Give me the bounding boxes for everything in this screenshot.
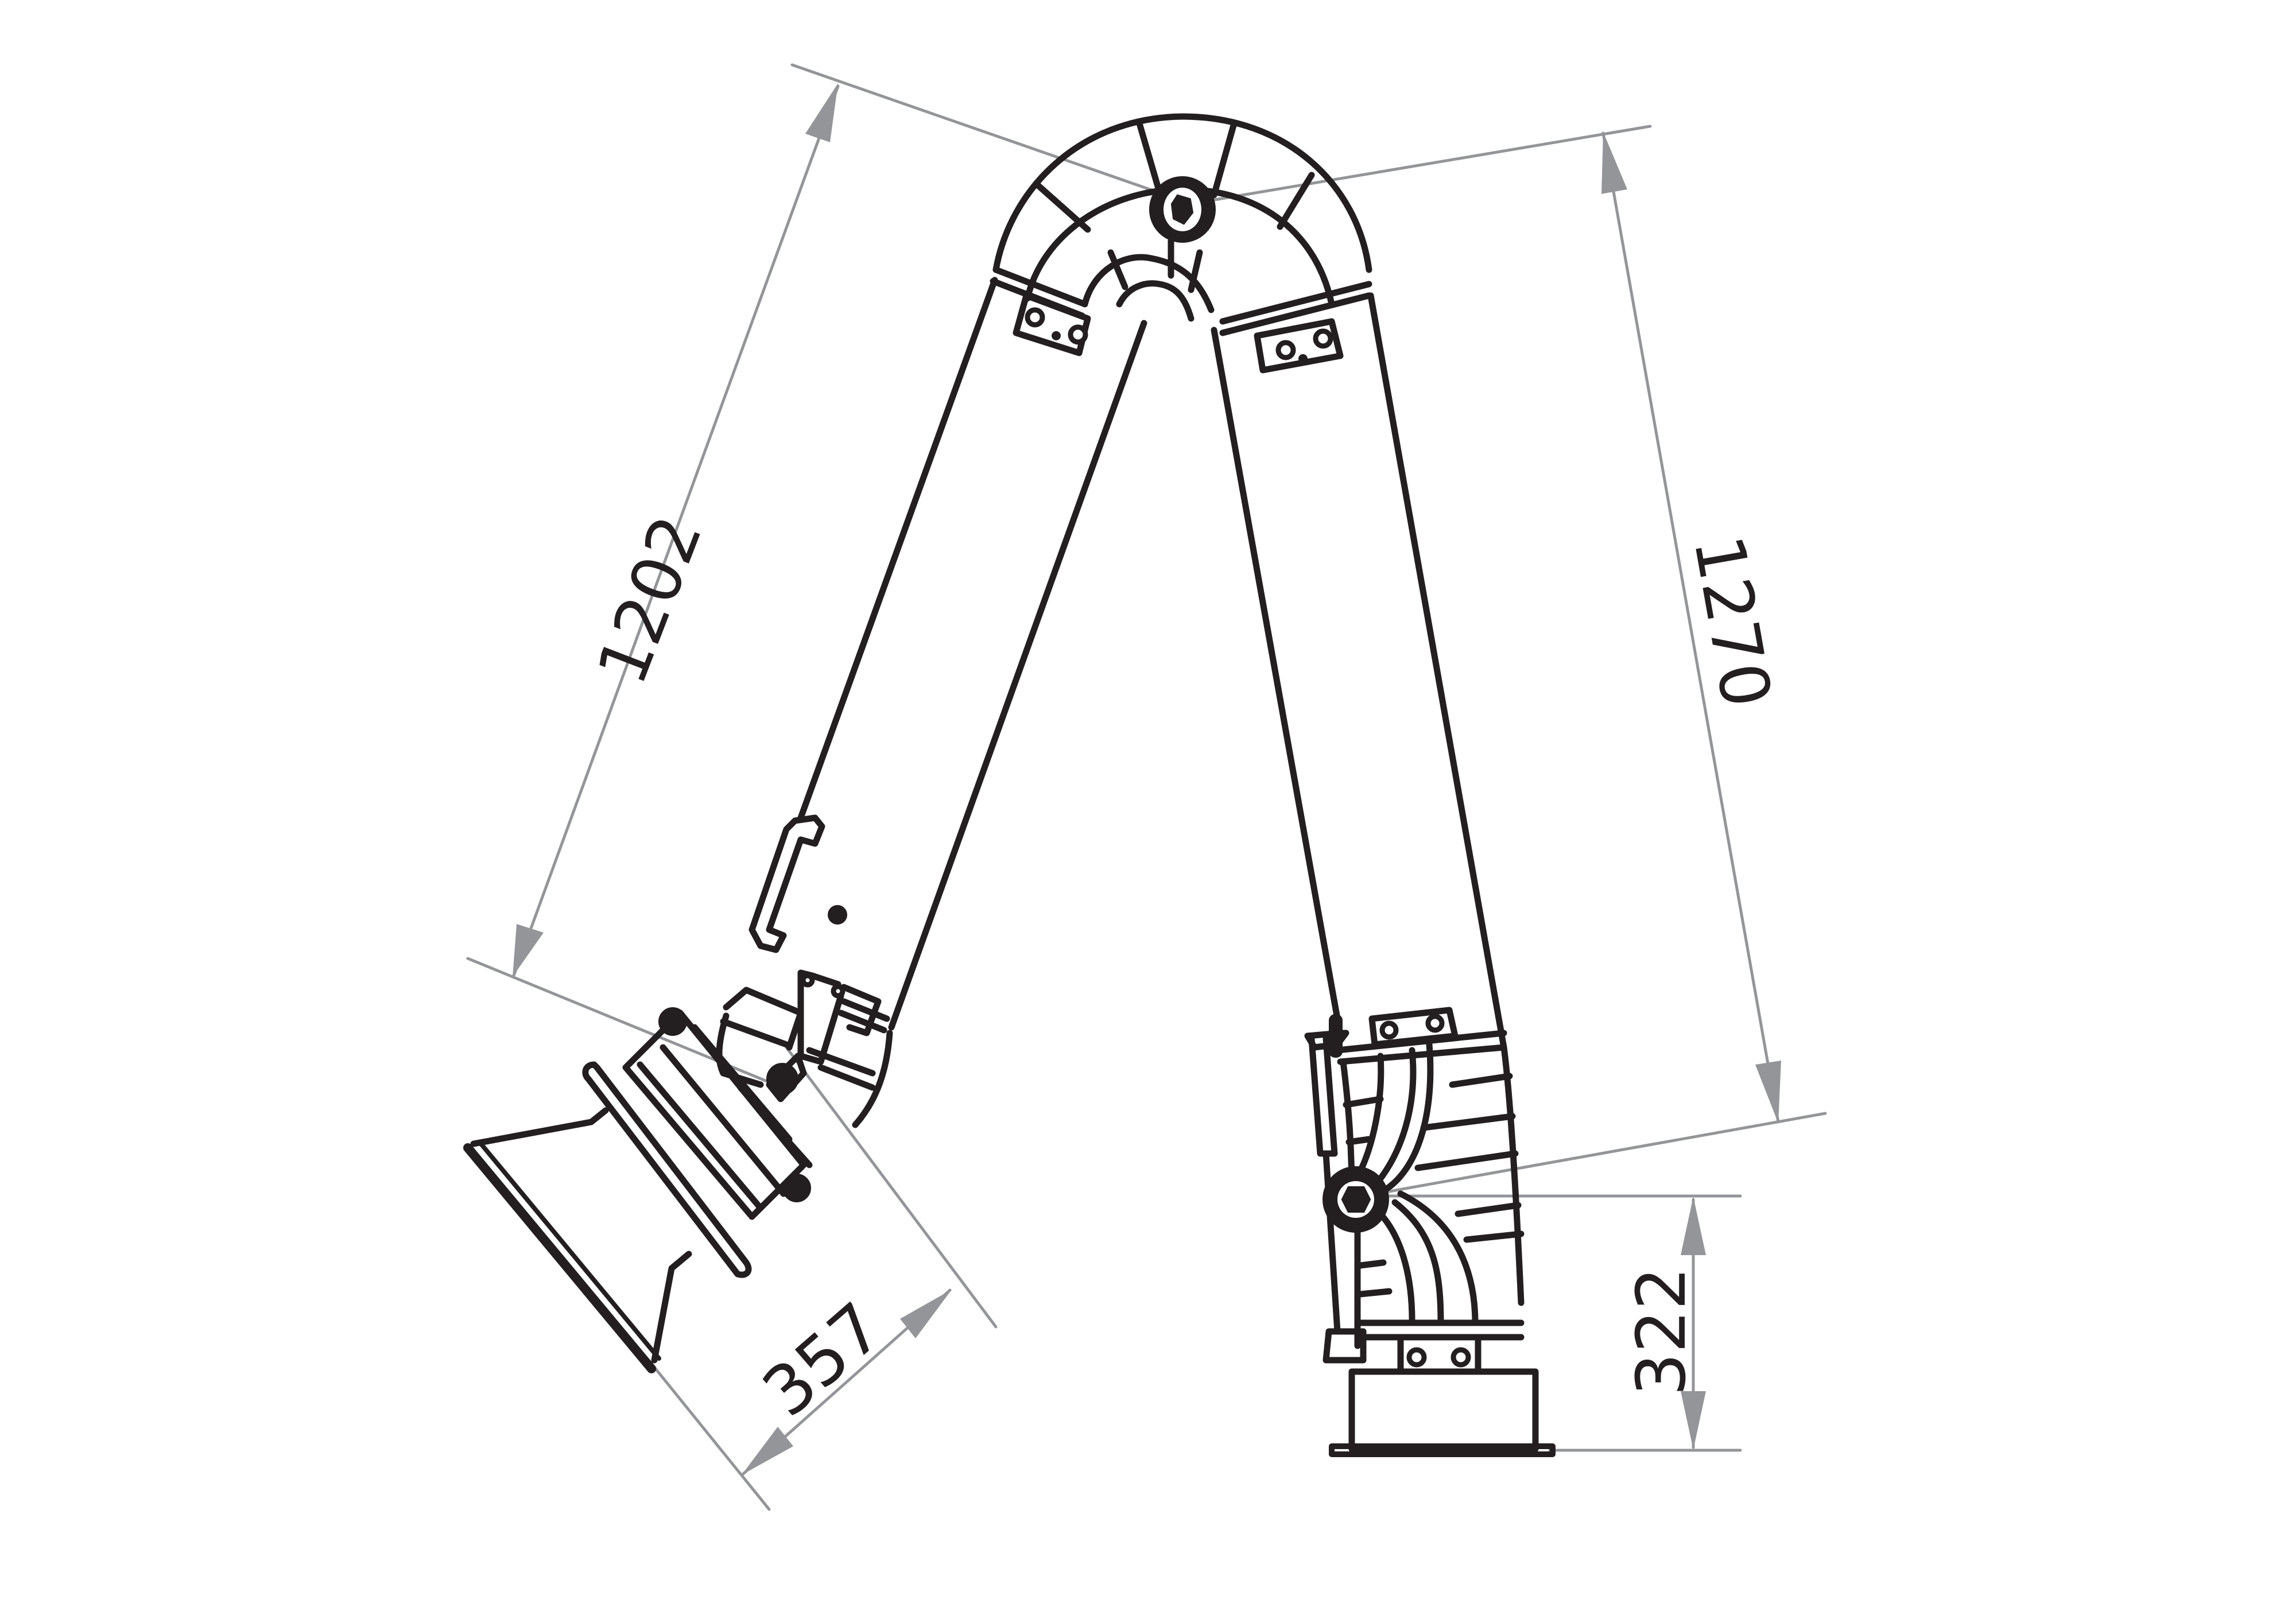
extension-line-1270-bottom	[1359, 1112, 1827, 1198]
top-elbow-joint	[990, 113, 1372, 374]
base-plate	[1329, 1443, 1556, 1457]
extraction-hood	[463, 1007, 813, 1373]
arrow-1202-bottom	[513, 924, 544, 977]
arrow-322-bottom	[1681, 1391, 1706, 1450]
dimension-label-357: 357	[748, 1287, 898, 1432]
dimension-line-1202	[512, 84, 840, 977]
extension-line-1270-top	[1189, 125, 1652, 205]
clamp-knob-bottom	[782, 1174, 811, 1202]
pivot-pin-icon	[828, 905, 847, 925]
dimension-label-322: 322	[1622, 1267, 1701, 1396]
dimension-lines	[466, 63, 1827, 1511]
dimension-label-1270: 1270	[1678, 530, 1786, 713]
lower-bottom-bracket	[1397, 1334, 1481, 1375]
extension-line-357-left	[647, 1358, 771, 1511]
arrow-1270-bottom	[1755, 1061, 1781, 1123]
dimension-label-1202: 1202	[581, 505, 717, 694]
dimension-labels: 1202 1270 357 322	[581, 505, 1786, 1432]
top-left-bracket	[1013, 292, 1091, 356]
arrow-1202-top	[805, 83, 838, 142]
wall-mount-base	[1329, 1368, 1556, 1457]
hood-lip	[463, 1143, 656, 1373]
hood-joint	[716, 969, 893, 1128]
extension-line-1202-top	[790, 63, 1193, 205]
lower-swivel-joint	[1304, 1007, 1525, 1375]
handle	[748, 814, 825, 953]
dimension-line-1270	[1601, 131, 1780, 1124]
extension-line-357-right	[785, 1046, 998, 1329]
extension-line-1202-bottom	[466, 957, 791, 1092]
arrow-322-top	[1681, 1197, 1706, 1255]
arrow-1270-top	[1601, 132, 1627, 194]
arrow-357-left	[742, 1427, 793, 1475]
right-arm-tube	[1211, 292, 1507, 1051]
top-right-bracket	[1254, 318, 1344, 374]
arrow-357-right	[900, 1290, 952, 1338]
left-arm-tube	[748, 277, 1147, 1031]
gas-spring	[1304, 1014, 1367, 1364]
clamp-knob-top	[658, 1007, 687, 1036]
